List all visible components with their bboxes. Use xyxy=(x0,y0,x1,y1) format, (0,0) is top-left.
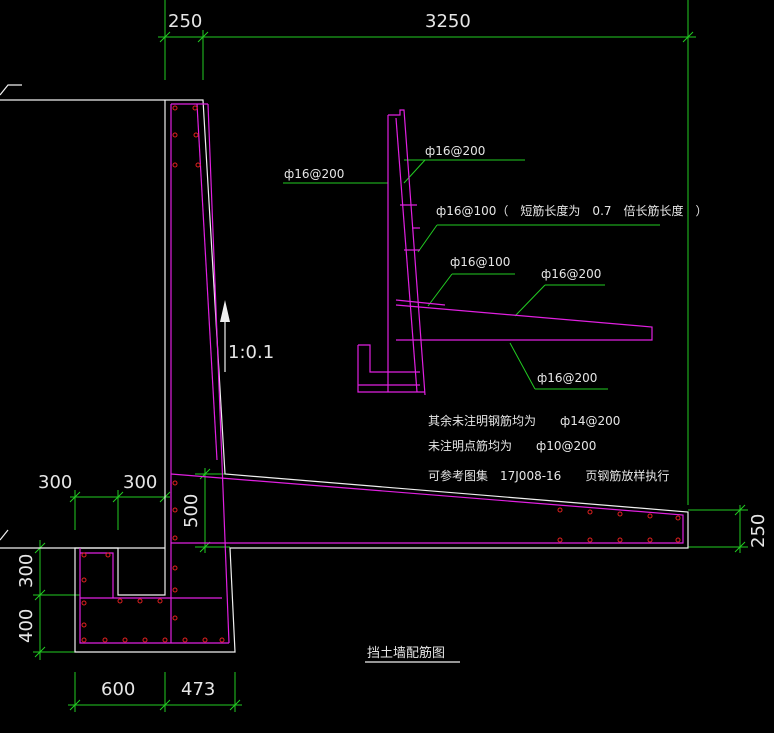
note-line-1: 其余未注明钢筋均为 ф14@200 xyxy=(428,413,620,428)
dim-400-vertical: 400 xyxy=(16,609,37,643)
rebar-label-heel-bottom: ф16@200 xyxy=(537,371,597,385)
rebar-label-stem-short: ф16@100（ 短筋长度为 0.7 倍长筋长度 ） xyxy=(436,203,708,218)
note-line-3: 可参考图集 17J008-16 页钢筋放样执行 xyxy=(428,468,669,483)
dim-500-wall: 500 xyxy=(181,494,202,528)
dim-600-bottom: 600 xyxy=(101,679,135,700)
rebar-label-stem-outer: ф16@200 xyxy=(284,167,344,181)
rebar-dots xyxy=(81,105,681,643)
dim-250-top: 250 xyxy=(168,11,202,32)
dim-300-left-b: 300 xyxy=(123,472,157,493)
slope-label: 1:0.1 xyxy=(228,342,274,363)
rebar-label-stem-inner: ф16@200 xyxy=(425,144,485,158)
rebar-label-heel-top-a: ф16@100 xyxy=(450,255,510,269)
dim-250-heel: 250 xyxy=(748,514,769,548)
dim-300-left-a: 300 xyxy=(38,472,72,493)
wall-outline xyxy=(0,84,689,663)
dim-473-bottom: 473 xyxy=(181,679,215,700)
rebar-main xyxy=(79,103,684,644)
dim-3250-top: 3250 xyxy=(425,11,471,32)
rebar-label-heel-top-b: ф16@200 xyxy=(541,267,601,281)
note-line-2: 未注明点筋均为 ф10@200 xyxy=(428,438,596,453)
drawing-title: 挡土墙配筋图 xyxy=(367,645,445,661)
rebar-detail-sketch xyxy=(357,109,653,396)
dim-300-vertical: 300 xyxy=(16,554,37,588)
dimension-lines xyxy=(33,0,748,712)
